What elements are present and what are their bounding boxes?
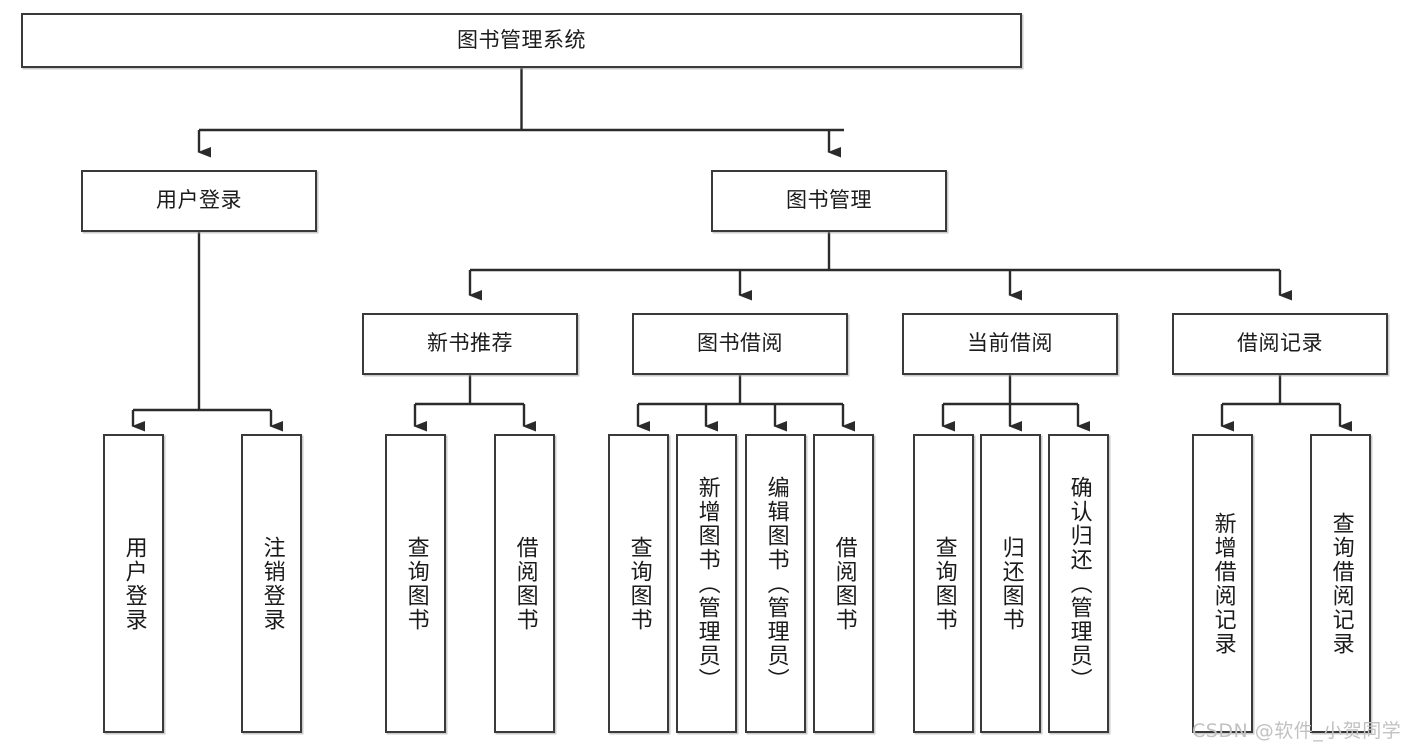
node-book-manage[interactable]: 图书管理 [711, 170, 947, 232]
node-leaf-query-book-2[interactable]: 查询图书 [608, 434, 669, 733]
node-new-book-rec[interactable]: 新书推荐 [362, 313, 578, 375]
node-leaf-query-book-1-label: 查询图书 [403, 535, 429, 632]
node-leaf-confirm-return[interactable]: 确认归还（管理员） [1048, 434, 1109, 733]
node-user-login-label: 用户登录 [156, 188, 242, 213]
node-leaf-user-login-label: 用户登录 [121, 535, 147, 632]
node-leaf-add-record-label: 新增借阅记录 [1210, 511, 1236, 656]
node-leaf-borrow-book-1-label: 借阅图书 [512, 535, 538, 632]
node-leaf-query-book-3[interactable]: 查询图书 [913, 434, 974, 733]
node-leaf-add-book-label: 新增图书（管理员） [694, 475, 720, 692]
node-leaf-logout[interactable]: 注销登录 [241, 434, 302, 733]
node-current-borrow-label: 当前借阅 [967, 331, 1053, 356]
node-leaf-query-book-1[interactable]: 查询图书 [385, 434, 446, 733]
node-leaf-user-login[interactable]: 用户登录 [103, 434, 164, 733]
node-leaf-add-record[interactable]: 新增借阅记录 [1192, 434, 1253, 733]
node-leaf-return-book-label: 归还图书 [998, 535, 1024, 632]
node-leaf-borrow-book-2-label: 借阅图书 [831, 535, 857, 632]
node-leaf-query-record[interactable]: 查询借阅记录 [1310, 434, 1371, 733]
node-leaf-query-book-2-label: 查询图书 [626, 535, 652, 632]
node-leaf-edit-book[interactable]: 编辑图书（管理员） [745, 434, 806, 733]
node-root-label: 图书管理系统 [457, 27, 586, 52]
node-book-borrow-label: 图书借阅 [697, 331, 783, 356]
node-leaf-return-book[interactable]: 归还图书 [980, 434, 1041, 733]
node-book-manage-label: 图书管理 [786, 188, 872, 213]
node-user-login[interactable]: 用户登录 [81, 170, 317, 232]
node-leaf-edit-book-label: 编辑图书（管理员） [763, 475, 789, 692]
node-root[interactable]: 图书管理系统 [21, 13, 1022, 68]
node-leaf-add-book[interactable]: 新增图书（管理员） [676, 434, 737, 733]
node-leaf-query-book-3-label: 查询图书 [931, 535, 957, 632]
node-leaf-borrow-book-2[interactable]: 借阅图书 [813, 434, 874, 733]
node-leaf-confirm-return-label: 确认归还（管理员） [1066, 475, 1092, 692]
node-borrow-record[interactable]: 借阅记录 [1172, 313, 1388, 375]
csdn-watermark: CSDN @软件_小贺同学 [1192, 720, 1402, 742]
node-current-borrow[interactable]: 当前借阅 [902, 313, 1118, 375]
node-borrow-record-label: 借阅记录 [1237, 331, 1323, 356]
node-leaf-borrow-book-1[interactable]: 借阅图书 [494, 434, 555, 733]
node-book-borrow[interactable]: 图书借阅 [632, 313, 848, 375]
node-leaf-query-record-label: 查询借阅记录 [1328, 511, 1354, 656]
node-new-book-rec-label: 新书推荐 [427, 331, 513, 356]
node-leaf-logout-label: 注销登录 [259, 535, 285, 632]
